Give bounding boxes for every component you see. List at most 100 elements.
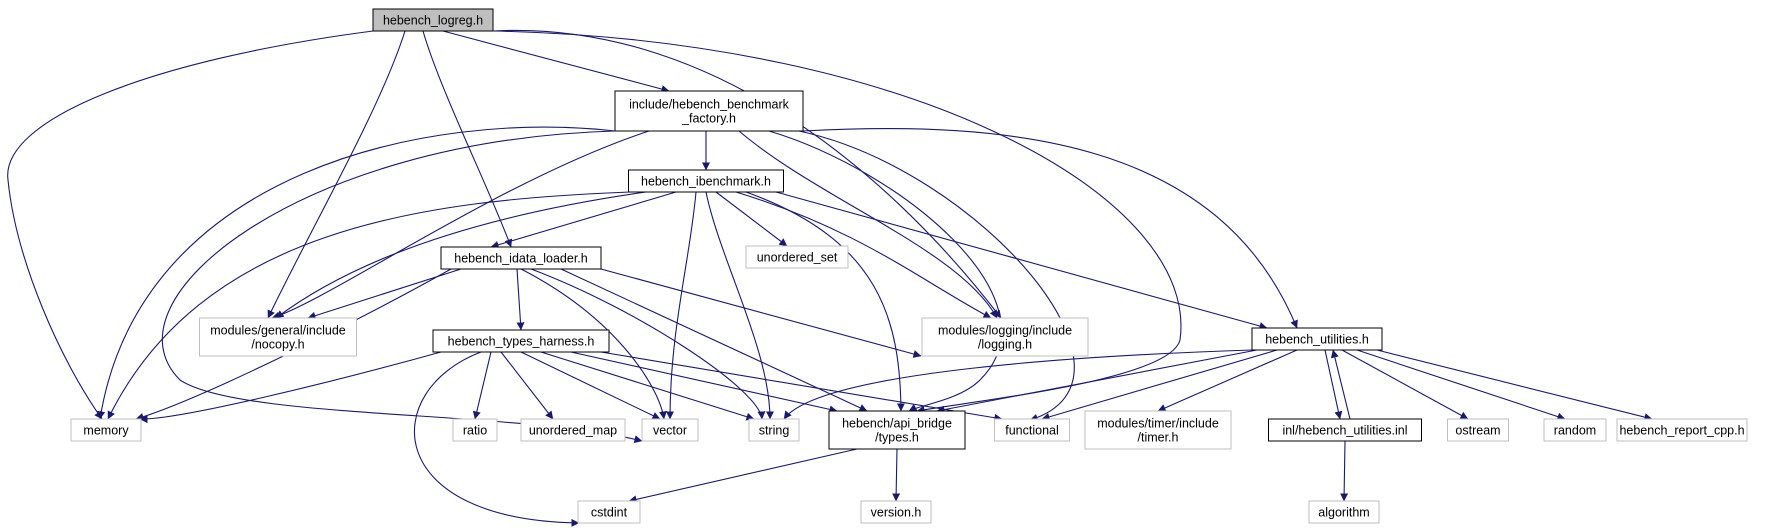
node-label: algorithm bbox=[1318, 506, 1369, 520]
node-box bbox=[1084, 410, 1232, 450]
node-report[interactable]: hebench_report_cpp.h bbox=[1616, 418, 1748, 442]
edge-harness-to-memory bbox=[139, 351, 442, 424]
node-label: memory bbox=[83, 424, 129, 438]
edge-harness-to-vector bbox=[520, 351, 661, 420]
node-unordered_map[interactable]: unordered_map bbox=[520, 418, 626, 442]
node-vector[interactable]: vector bbox=[641, 418, 699, 442]
node-box bbox=[432, 329, 610, 353]
edge-harness-to-types bbox=[570, 351, 838, 414]
node-label: hebench_utilities.h bbox=[1265, 333, 1369, 347]
node-utilinl[interactable]: inl/hebench_utilities.inl bbox=[1267, 418, 1423, 442]
node-box bbox=[748, 418, 800, 442]
node-label: modules/timer/include bbox=[1097, 417, 1219, 431]
edges bbox=[7, 29, 1653, 527]
node-box bbox=[440, 246, 602, 270]
node-box bbox=[614, 90, 804, 132]
node-random[interactable]: random bbox=[1543, 418, 1607, 442]
nodes: hebench_logreg.h include/hebench_benchmar… bbox=[70, 8, 1748, 524]
node-functional[interactable]: functional bbox=[994, 418, 1070, 442]
node-box bbox=[372, 8, 494, 32]
node-logging[interactable]: modules/logging/include/logging.h bbox=[921, 317, 1089, 357]
node-label: hebench_logreg.h bbox=[383, 14, 483, 28]
node-label: random bbox=[1554, 424, 1596, 438]
edge-types-to-version bbox=[892, 448, 901, 502]
edge-logreg-to-factory bbox=[442, 30, 670, 93]
node-label: /nocopy.h bbox=[251, 338, 304, 352]
edge-harness-to-cstdint bbox=[413, 351, 580, 527]
node-box bbox=[452, 418, 498, 442]
node-box bbox=[860, 500, 932, 524]
node-label: unordered_set bbox=[757, 251, 838, 265]
node-label: /types.h bbox=[875, 431, 919, 445]
node-factory[interactable]: include/hebench_benchmark_factory.h bbox=[614, 90, 804, 132]
node-string[interactable]: string bbox=[748, 418, 800, 442]
node-harness[interactable]: hebench_types_harness.h bbox=[432, 329, 610, 353]
node-algorithm[interactable]: algorithm bbox=[1308, 500, 1380, 524]
node-label: version.h bbox=[871, 506, 922, 520]
edge-ibench-to-utilities bbox=[775, 191, 1268, 330]
node-box bbox=[1267, 418, 1423, 442]
node-label: modules/general/include bbox=[210, 324, 346, 338]
node-box bbox=[994, 418, 1070, 442]
node-ibench[interactable]: hebench_ibenchmark.h bbox=[627, 169, 785, 193]
node-box bbox=[1251, 327, 1383, 351]
edge-ibench-to-types bbox=[745, 191, 905, 412]
node-idata[interactable]: hebench_idata_loader.h bbox=[440, 246, 602, 270]
node-box bbox=[199, 317, 357, 357]
node-label: hebench_report_cpp.h bbox=[1619, 424, 1744, 438]
node-version[interactable]: version.h bbox=[860, 500, 932, 524]
node-label: include/hebench_benchmark bbox=[629, 98, 790, 112]
edge-ibench-to-memory bbox=[107, 191, 631, 420]
node-label: _factory.h bbox=[681, 112, 736, 126]
node-label: hebench_ibenchmark.h bbox=[641, 175, 771, 189]
node-box bbox=[520, 418, 626, 442]
node-timer[interactable]: modules/timer/include/timer.h bbox=[1084, 410, 1232, 450]
edge-idata-to-logging bbox=[600, 268, 922, 358]
edge-idata-to-types bbox=[560, 268, 868, 412]
node-label: inl/hebench_utilities.inl bbox=[1282, 424, 1407, 438]
node-box bbox=[70, 418, 142, 442]
edge-utilinl-to-utilities bbox=[1330, 349, 1351, 420]
node-box bbox=[1616, 418, 1748, 442]
edge-utilities-to-timer bbox=[1157, 349, 1298, 412]
node-box bbox=[1447, 418, 1509, 442]
edge-ibench-to-unordered_set bbox=[715, 191, 788, 247]
edge-ibench-to-string bbox=[705, 191, 774, 420]
edge-utilities-to-random bbox=[1356, 349, 1566, 421]
node-box bbox=[745, 245, 849, 269]
edge-idata-to-string bbox=[530, 268, 766, 420]
edge-logreg-to-idata bbox=[422, 30, 513, 248]
node-memory[interactable]: memory bbox=[70, 418, 142, 442]
node-box bbox=[828, 410, 966, 450]
node-logreg[interactable]: hebench_logreg.h bbox=[372, 8, 494, 32]
node-label: unordered_map bbox=[529, 424, 617, 438]
node-box bbox=[627, 169, 785, 193]
edge-factory-to-utilities bbox=[802, 128, 1298, 329]
node-ostream[interactable]: ostream bbox=[1447, 418, 1509, 442]
node-types[interactable]: hebench/api_bridge/types.h bbox=[828, 410, 966, 450]
edge-harness-to-ratio bbox=[472, 351, 492, 420]
node-label: functional bbox=[1005, 424, 1059, 438]
edge-factory-to-vector bbox=[161, 130, 643, 444]
node-label: modules/logging/include bbox=[938, 324, 1072, 338]
edge-logreg-to-memory bbox=[7, 30, 374, 420]
node-box bbox=[1308, 500, 1380, 524]
edge-utilities-to-functional bbox=[1041, 349, 1278, 421]
node-utilities[interactable]: hebench_utilities.h bbox=[1251, 327, 1383, 351]
edge-types-to-cstdint bbox=[628, 448, 858, 504]
edge-factory-to-memory bbox=[97, 126, 616, 420]
edge-utilities-to-types bbox=[936, 349, 1258, 414]
node-ratio[interactable]: ratio bbox=[452, 418, 498, 442]
edge-utilities-to-ostream bbox=[1341, 349, 1469, 420]
edge-harness-to-unordered_map bbox=[500, 351, 554, 420]
node-label: hebench_idata_loader.h bbox=[454, 252, 588, 266]
node-cstdint[interactable]: cstdint bbox=[577, 500, 641, 524]
node-label: hebench_types_harness.h bbox=[448, 335, 595, 349]
node-unordered_set[interactable]: unordered_set bbox=[745, 245, 849, 269]
node-label: ratio bbox=[463, 424, 487, 438]
node-box bbox=[921, 317, 1089, 357]
node-label: hebench/api_bridge bbox=[842, 417, 952, 431]
node-nocopy[interactable]: modules/general/include/nocopy.h bbox=[199, 317, 357, 357]
edge-utilities-to-string bbox=[783, 349, 1253, 420]
edge-harness-to-string bbox=[540, 351, 755, 421]
